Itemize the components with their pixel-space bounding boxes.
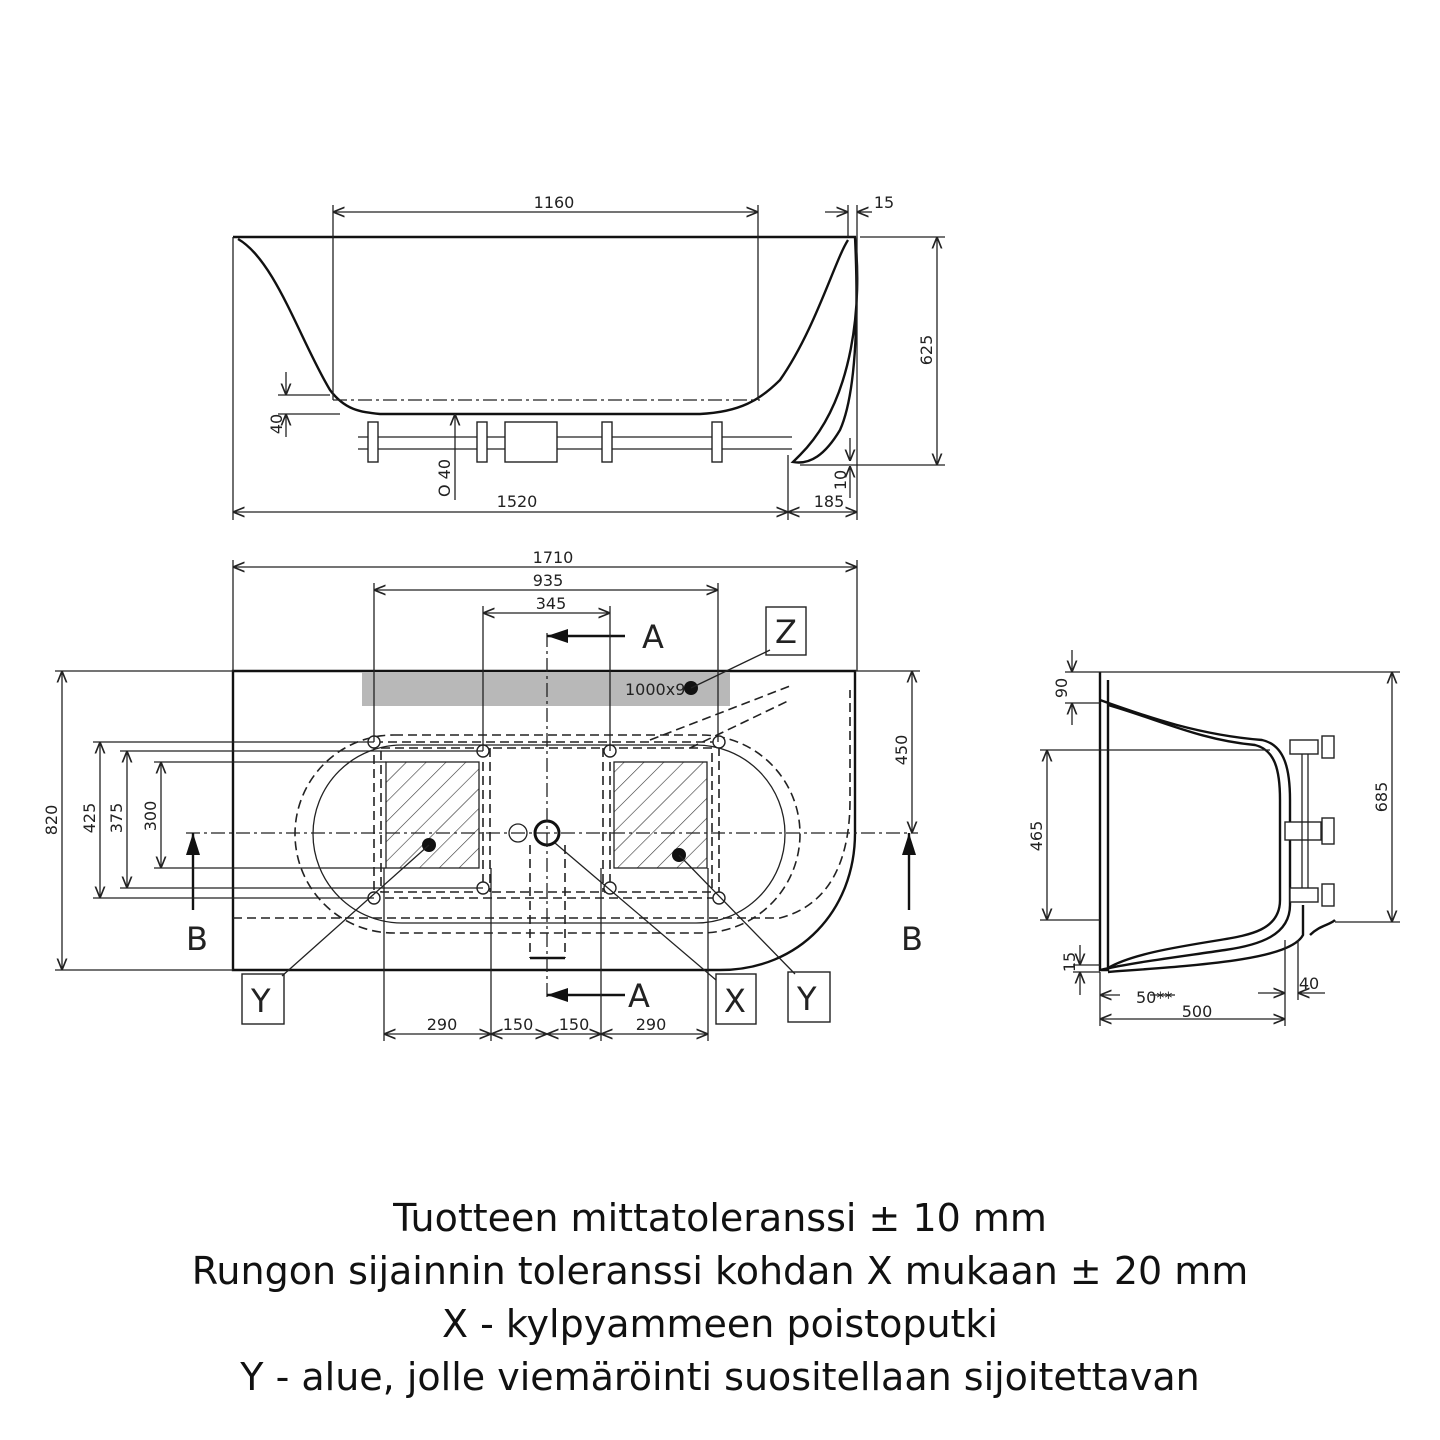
dim-290-left: 290 bbox=[427, 1015, 458, 1034]
foot bbox=[601, 421, 613, 463]
section-a-bottom: A bbox=[628, 977, 650, 1015]
dim-1520: 1520 bbox=[497, 492, 538, 511]
marker-y-left: Y bbox=[250, 982, 271, 1020]
dim-185: 185 bbox=[814, 492, 845, 511]
section-view: 90 465 685 15 500 50** 40 bbox=[1027, 650, 1400, 1026]
feet bbox=[367, 421, 723, 463]
dim-150-left: 150 bbox=[503, 1015, 534, 1034]
section-shell-inner bbox=[1107, 703, 1282, 970]
dim-345: 345 bbox=[536, 594, 567, 613]
dim-290-right: 290 bbox=[636, 1015, 667, 1034]
note-frame-tolerance: Rungon sijainnin toleranssi kohdan X muk… bbox=[191, 1249, 1249, 1293]
tub-outline-top bbox=[231, 669, 857, 972]
notes: Tuotteen mittatoleranssi ± 10 mm Rungon … bbox=[0, 1192, 1440, 1404]
dim-150-right: 150 bbox=[559, 1015, 590, 1034]
dim-1710: 1710 bbox=[533, 548, 574, 567]
tub-outer-shell bbox=[233, 235, 859, 464]
section-a-top: A bbox=[642, 618, 664, 656]
dim-820: 820 bbox=[42, 805, 61, 836]
dim-375: 375 bbox=[107, 803, 126, 834]
note-y: Y - alue, jolle viemäröinti suositellaan… bbox=[240, 1355, 1200, 1399]
marker-z: Z bbox=[775, 613, 797, 651]
dim-1160: 1160 bbox=[534, 193, 575, 212]
basin-inner-outline bbox=[312, 744, 786, 924]
top-view: 1000x9 bbox=[42, 548, 923, 1041]
dim-625: 625 bbox=[917, 335, 936, 366]
foot bbox=[476, 421, 488, 463]
dim-935: 935 bbox=[533, 571, 564, 590]
sec-dim-685: 685 bbox=[1372, 782, 1391, 813]
dim-450: 450 bbox=[892, 735, 911, 766]
dim-425: 425 bbox=[80, 803, 99, 834]
y-zone-right bbox=[613, 761, 708, 869]
shaded-zone bbox=[362, 672, 730, 706]
foot bbox=[367, 421, 379, 463]
sec-dim-90: 90 bbox=[1052, 678, 1071, 698]
sec-dim-465: 465 bbox=[1027, 821, 1046, 852]
section-shell-outer bbox=[1099, 698, 1292, 972]
section-wall bbox=[1098, 672, 1110, 972]
note-tolerance: Tuotteen mittatoleranssi ± 10 mm bbox=[393, 1196, 1047, 1240]
section-b-right: B bbox=[901, 920, 923, 958]
dim-10: 10 bbox=[831, 470, 850, 490]
sec-dim-500: 500 bbox=[1182, 1002, 1213, 1021]
sec-dim-50: 50** bbox=[1136, 988, 1172, 1007]
sec-dim-40: 40 bbox=[1299, 974, 1319, 993]
marker-x: X bbox=[724, 982, 746, 1020]
side-view: 1160 15 625 40 O 40 10 1520 185 bbox=[232, 193, 945, 520]
dim-40-left: 40 bbox=[267, 414, 286, 434]
shaded-zone-label: 1000x9 bbox=[625, 680, 685, 699]
marker-y-right: Y bbox=[796, 980, 817, 1018]
note-x: X - kylpyammeen poistoputki bbox=[442, 1302, 998, 1346]
tub-inner-basin bbox=[237, 237, 850, 416]
foot bbox=[711, 421, 723, 463]
y-zone-left bbox=[385, 761, 480, 869]
dim-300: 300 bbox=[141, 801, 160, 832]
section-b-left: B bbox=[186, 920, 208, 958]
dim-15: 15 bbox=[874, 193, 894, 212]
sec-dim-15: 15 bbox=[1060, 952, 1079, 972]
dim-o40: O 40 bbox=[435, 459, 454, 497]
drain-unit bbox=[504, 421, 558, 463]
